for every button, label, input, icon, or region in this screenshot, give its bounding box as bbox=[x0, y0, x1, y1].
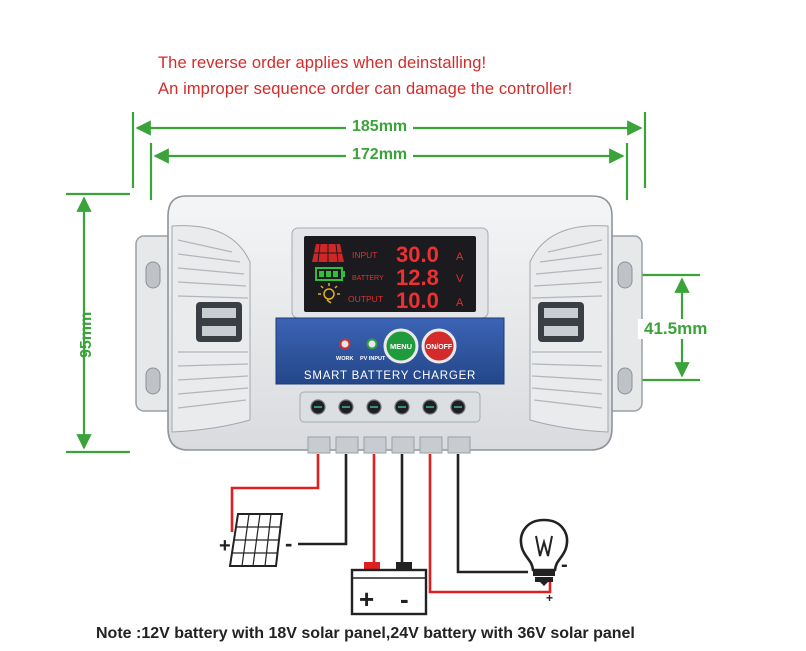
menu-button-label: MENU bbox=[390, 342, 412, 351]
lcd-unit-output: A bbox=[456, 297, 464, 309]
wiring bbox=[230, 454, 552, 594]
solar-panel-icon bbox=[312, 243, 344, 263]
bulb-icon bbox=[318, 283, 340, 304]
indicator-label-work: WORK bbox=[336, 356, 353, 362]
solar-panel-icon-large bbox=[228, 513, 284, 567]
battery-icon bbox=[315, 267, 345, 281]
terminal-screws bbox=[299, 391, 481, 423]
work-led-icon bbox=[339, 338, 351, 350]
lcd-value-output: 10.0 bbox=[396, 288, 439, 313]
product-name: SMART BATTERY CHARGER bbox=[304, 370, 476, 382]
load-minus-sign: - bbox=[561, 554, 568, 576]
lcd-label-input: INPUT bbox=[352, 250, 378, 260]
load-plus-sign: + bbox=[546, 591, 553, 605]
footer-note: Note :12V battery with 18V solar panel,2… bbox=[96, 625, 635, 642]
battery-minus-sign: - bbox=[400, 584, 409, 614]
warning-line-2: An improper sequence order can damage th… bbox=[158, 80, 573, 98]
lcd-label-battery: BATTERY bbox=[352, 275, 384, 282]
onoff-button-label: ON/OFF bbox=[426, 344, 453, 351]
solar-plus-sign: + bbox=[219, 535, 231, 557]
lcd-screen bbox=[304, 236, 476, 312]
dim-height-label: 95mm bbox=[78, 312, 95, 358]
usb-port-right bbox=[538, 302, 584, 342]
menu-button[interactable]: MENU bbox=[383, 328, 419, 364]
lcd-unit-input: A bbox=[456, 251, 464, 263]
lcd-unit-battery: V bbox=[456, 273, 464, 285]
terminal-openings bbox=[307, 436, 471, 454]
lcd-value-input: 30.0 bbox=[396, 242, 439, 267]
light-bulb-icon bbox=[519, 518, 569, 586]
battery-icon-large bbox=[350, 562, 428, 616]
usb-port-left bbox=[196, 302, 242, 342]
warning-line-1: The reverse order applies when deinstall… bbox=[158, 54, 487, 72]
dim-width-outer-label: 185mm bbox=[346, 118, 414, 136]
lcd-label-output: OUTPUT bbox=[348, 294, 383, 304]
onoff-button[interactable]: ON/OFF bbox=[421, 328, 457, 364]
dim-width-inner-label: 172mm bbox=[346, 146, 414, 164]
solar-minus-sign: - bbox=[285, 531, 292, 556]
indicator-label-pv-input: PV INPUT bbox=[360, 356, 386, 362]
battery-plus-sign: + bbox=[359, 584, 374, 614]
pv-input-led-icon bbox=[366, 338, 378, 350]
dim-hole-spacing-label: 41.5mm bbox=[638, 319, 714, 339]
lcd-value-battery: 12.8 bbox=[396, 265, 439, 290]
